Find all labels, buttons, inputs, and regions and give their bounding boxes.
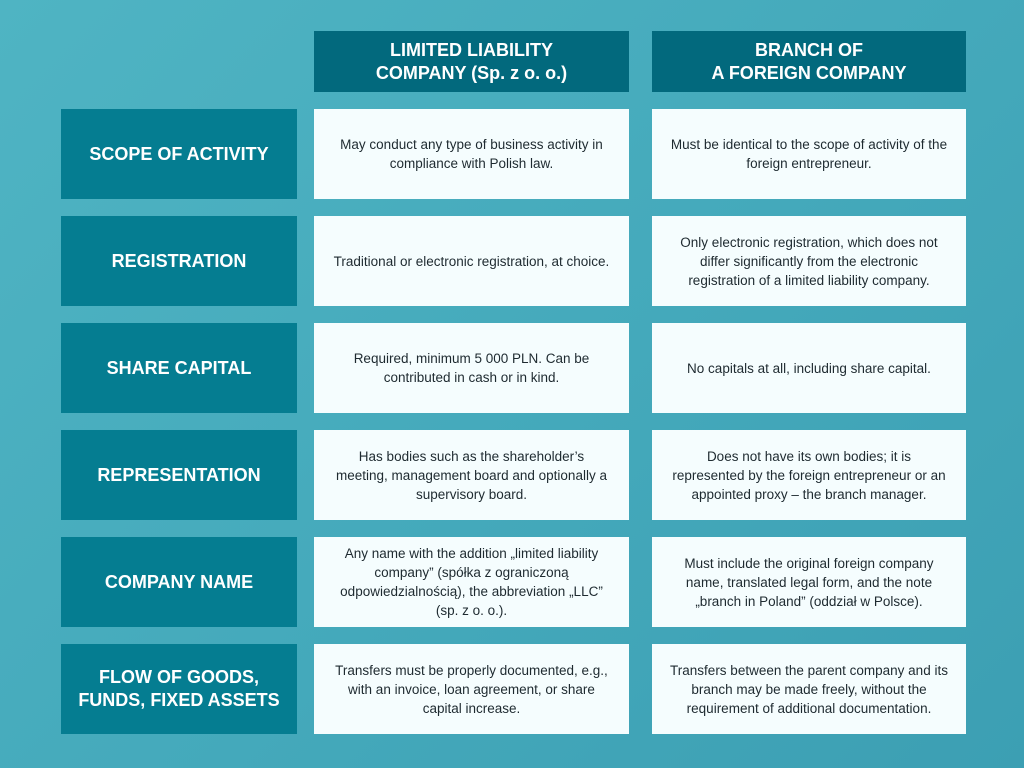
column-header-branch: BRANCH OF A FOREIGN COMPANY xyxy=(652,31,966,92)
cell-representation-llc: Has bodies such as the shareholder’s mee… xyxy=(314,430,629,520)
cell-representation-branch: Does not have its own bodies; it is repr… xyxy=(652,430,966,520)
row-label-flow-of-goods: FLOW OF GOODS, FUNDS, FIXED ASSETS xyxy=(61,644,297,734)
cell-company-name-llc: Any name with the addition „limited liab… xyxy=(314,537,629,627)
row-label-share-capital: SHARE CAPITAL xyxy=(61,323,297,413)
cell-scope-llc: May conduct any type of business activit… xyxy=(314,109,629,199)
row-label-representation: REPRESENTATION xyxy=(61,430,297,520)
row-label-registration: REGISTRATION xyxy=(61,216,297,306)
cell-registration-branch: Only electronic registration, which does… xyxy=(652,216,966,306)
row-label-scope: SCOPE OF ACTIVITY xyxy=(61,109,297,199)
cell-scope-branch: Must be identical to the scope of activi… xyxy=(652,109,966,199)
cell-share-capital-llc: Required, minimum 5 000 PLN. Can be cont… xyxy=(314,323,629,413)
cell-share-capital-branch: No capitals at all, including share capi… xyxy=(652,323,966,413)
corner-blank xyxy=(61,31,297,92)
column-header-llc: LIMITED LIABILITY COMPANY (Sp. z o. o.) xyxy=(314,31,629,92)
row-label-company-name: COMPANY NAME xyxy=(61,537,297,627)
comparison-table: LIMITED LIABILITY COMPANY (Sp. z o. o.) … xyxy=(61,31,966,734)
cell-company-name-branch: Must include the original foreign compan… xyxy=(652,537,966,627)
cell-flow-of-goods-branch: Transfers between the parent company and… xyxy=(652,644,966,734)
cell-flow-of-goods-llc: Transfers must be properly documented, e… xyxy=(314,644,629,734)
cell-registration-llc: Traditional or electronic registration, … xyxy=(314,216,629,306)
